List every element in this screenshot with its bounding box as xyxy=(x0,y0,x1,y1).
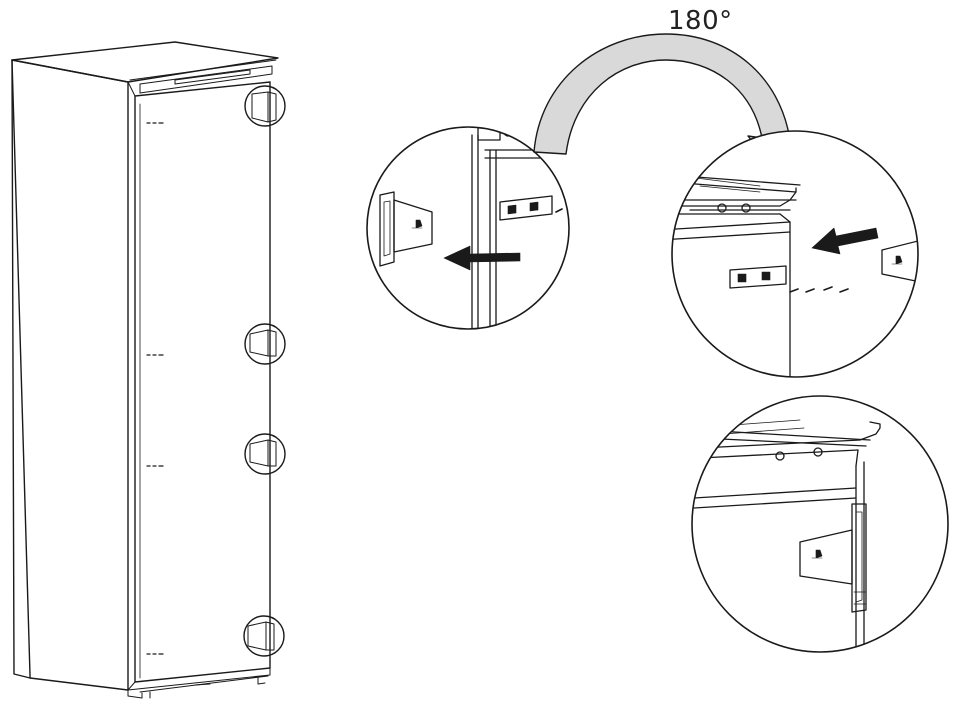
detail-circle-remove xyxy=(366,126,570,330)
hinge-callouts xyxy=(243,85,286,657)
install-arrow xyxy=(811,227,879,255)
door-screw-marks xyxy=(146,122,164,655)
hinge-callout-lower-middle xyxy=(244,433,286,475)
cabinet-base xyxy=(127,667,271,699)
hinge-callout-bottom xyxy=(243,615,285,657)
hinge-callout-upper-middle xyxy=(244,323,286,365)
hinge-callout-top xyxy=(244,85,286,127)
top-hinge-strip xyxy=(139,65,273,94)
appliance-cabinet xyxy=(11,41,279,699)
cabinet-front-door xyxy=(134,81,271,683)
detail-circle-install xyxy=(671,130,919,378)
detail-circle-result xyxy=(691,395,949,653)
removal-arrow xyxy=(443,245,521,271)
rotation-angle-label: 180° xyxy=(668,6,733,36)
cabinet-side-edge xyxy=(11,59,31,679)
cabinet-side-panel xyxy=(11,59,129,691)
cabinet-top xyxy=(11,41,279,83)
